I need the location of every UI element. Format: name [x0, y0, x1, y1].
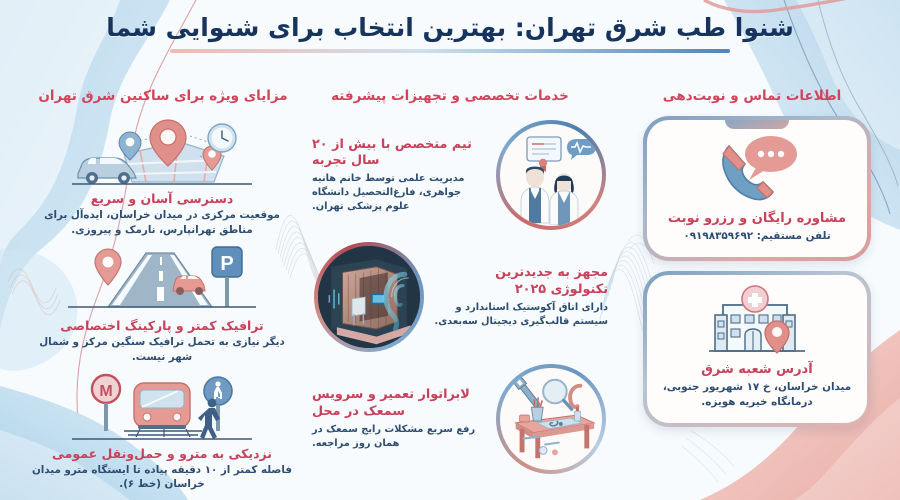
header: شنوا طب شرق تهران: بهترین انتخاب برای شن… [0, 12, 900, 54]
repair-lab-icon [492, 360, 610, 478]
phone-notch [725, 120, 789, 129]
service-title: تیم متخصص با بیش از ۲۰ سال تجربه [312, 136, 472, 169]
consultation-title: مشاوره رایگان و رزرو نوبت [667, 211, 847, 226]
benefit-title: نزدیکی به مترو و حمل‌ونقل عمومی [52, 445, 272, 461]
heading-contact: اطلاعات تماس و نوبت‌دهی [662, 88, 842, 104]
service-item: تیم متخصص با بیش از ۲۰ سال تجربه مدیریت … [310, 116, 610, 234]
phone-chat-icon [657, 132, 857, 206]
sound-wave-far-left [7, 268, 61, 316]
road-parking-icon: P [12, 243, 312, 315]
benefit-item: P ترافیک کمتر و پارکینگ اختصاصی دیگر نیا… [12, 243, 312, 364]
service-title: لابراتوار تعمیر و سرویس سمعک در محل [312, 387, 470, 420]
address-title: آدرس شعبه شرق [701, 361, 813, 377]
benefit-item: دسترسی آسان و سریع موقعیت مرکزی در میدان… [12, 116, 312, 237]
benefit-title: ترافیک کمتر و پارکینگ اختصاصی [60, 318, 264, 334]
map-pin-car-icon [12, 116, 312, 188]
service-desc: دارای اتاق آکوستیک استاندارد و سیستم قال… [434, 301, 608, 327]
service-desc: رفع سریع مشکلات رایج سمعک در همان روز مر… [312, 423, 476, 449]
benefit-desc: فاصله کمتر از ۱۰ دقیقه پیاده تا ایستگاه … [32, 463, 292, 491]
service-item: لابراتوار تعمیر و سرویس سمعک در محل رفع … [310, 360, 610, 478]
clinic-building-icon [659, 284, 855, 357]
consultation-card[interactable]: مشاوره رایگان و رزرو نوبت تلفن مستقیم: ۰… [643, 116, 871, 261]
page-title: شنوا طب شرق تهران: بهترین انتخاب برای شن… [106, 13, 794, 42]
service-ring [314, 242, 424, 352]
address-card[interactable]: آدرس شعبه شرق میدان خراسان، خ ۱۷ شهریور … [643, 270, 871, 427]
svg-text:P: P [220, 253, 233, 275]
benefits-column: دسترسی آسان و سریع موقعیت مرکزی در میدان… [12, 116, 312, 498]
svg-text:M: M [99, 383, 112, 400]
service-ring [496, 364, 606, 474]
service-desc: مدیریت علمی توسط خانم هانیه جواهری، فارغ… [312, 172, 465, 212]
benefit-title: دسترسی آسان و سریع [90, 191, 234, 206]
benefit-item: M نزدیکی به مترو [12, 371, 312, 492]
column-headings: اطلاعات تماس و نوبت‌دهی خدمات تخصصی و تج… [0, 88, 900, 110]
contact-column: مشاوره رایگان و رزرو نوبت تلفن مستقیم: ۰… [628, 116, 886, 427]
fan-lines-bottom-left [681, 429, 735, 483]
benefit-desc: دیگر نیازی به تحمل ترافیک سنگین مرکز و ش… [39, 336, 285, 364]
service-ring [496, 120, 606, 230]
doctors-team-icon [492, 116, 610, 234]
audiometric-booth-icon [310, 238, 428, 356]
consultation-phone[interactable]: تلفن مستقیم: ۰۹۱۹۸۳۵۹۶۹۲ [683, 230, 831, 242]
benefit-desc: موقعیت مرکزی در میدان خراسان، ایده‌آل بر… [44, 208, 280, 236]
heading-benefits: مزایای ویژه برای ساکنین شرق تهران [38, 88, 288, 104]
title-underline [170, 49, 730, 54]
metro-train-icon: M [12, 371, 312, 443]
services-column: تیم متخصص با بیش از ۲۰ سال تجربه مدیریت … [310, 116, 610, 482]
address-detail: میدان خراسان، خ ۱۷ شهریور جنوبی، درمانگا… [662, 380, 852, 409]
service-item: مجهز به جدیدترین تکنولوژی ۲۰۲۵ دارای اتا… [310, 238, 610, 356]
service-title: مجهز به جدیدترین تکنولوژی ۲۰۲۵ [495, 265, 608, 298]
heading-services: خدمات تخصصی و تجهیزات پیشرفته [331, 88, 569, 104]
